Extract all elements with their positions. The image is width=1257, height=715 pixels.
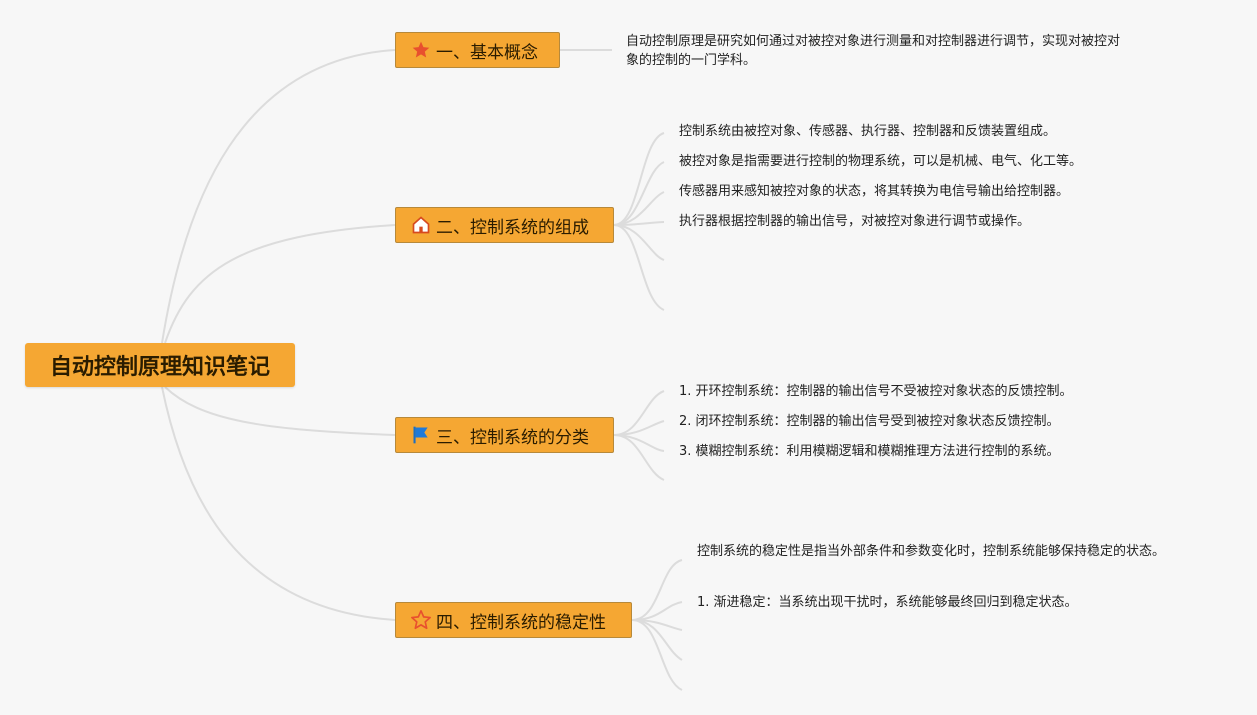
note-text: 控制系统由被控对象、传感器、执行器、控制器和反馈装置组成。 [679, 124, 1057, 139]
topic-label: 二、控制系统的组成 [436, 217, 589, 238]
note-item: 被控对象是指需要进行控制的物理系统，可以是机械、电气、化工等。 [679, 152, 1082, 171]
star-outline-icon [410, 609, 432, 631]
note-text: 1. 开环控制系统：控制器的输出信号不受被控对象状态的反馈控制。 [679, 384, 1073, 399]
note-text: 传感器用来感知被控对象的状态，将其转换为电信号输出给控制器。 [679, 184, 1070, 199]
note-text: 执行器根据控制器的输出信号，对被控对象进行调节或操作。 [679, 214, 1031, 229]
topic-system-classification[interactable]: 三、控制系统的分类 [395, 417, 614, 453]
note-item: 传感器用来感知被控对象的状态，将其转换为电信号输出给控制器。 [679, 182, 1069, 201]
note-item: 控制系统的稳定性是指当外部条件和参数变化时，控制系统能够保持稳定的状态。 [697, 542, 1177, 561]
note-text: 3. 模糊控制系统：利用模糊逻辑和模糊推理方法进行控制的系统。 [679, 444, 1060, 459]
topic-system-stability[interactable]: 四、控制系统的稳定性 [395, 602, 632, 638]
note-item: 1. 开环控制系统：控制器的输出信号不受被控对象状态的反馈控制。 [679, 382, 1073, 401]
note-text: 2. 闭环控制系统：控制器的输出信号受到被控对象状态反馈控制。 [679, 414, 1060, 429]
note-item: 1. 渐进稳定：当系统出现干扰时，系统能够最终回归到稳定状态。 [697, 593, 1078, 612]
note-item: 3. 模糊控制系统：利用模糊逻辑和模糊推理方法进行控制的系统。 [679, 442, 1060, 461]
note-item: 2. 闭环控制系统：控制器的输出信号受到被控对象状态反馈控制。 [679, 412, 1060, 431]
note-item: 执行器根据控制器的输出信号，对被控对象进行调节或操作。 [679, 212, 1030, 231]
note-text: 自动控制原理是研究如何通过对被控对象进行测量和对控制器进行调节，实现对被控对象的… [626, 34, 1121, 68]
note-item: 控制系统由被控对象、传感器、执行器、控制器和反馈装置组成。 [679, 122, 1056, 141]
home-icon [410, 214, 432, 236]
topic-label: 一、基本概念 [436, 42, 538, 63]
star-filled-icon [410, 39, 432, 61]
root-topic[interactable]: 自动控制原理知识笔记 [25, 343, 295, 387]
topic-basic-concepts[interactable]: 一、基本概念 [395, 32, 560, 68]
topic-label: 四、控制系统的稳定性 [436, 612, 606, 633]
note-text: 被控对象是指需要进行控制的物理系统，可以是机械、电气、化工等。 [679, 154, 1083, 169]
note-item: 自动控制原理是研究如何通过对被控对象进行测量和对控制器进行调节，实现对被控对象的… [626, 32, 1126, 70]
topic-system-composition[interactable]: 二、控制系统的组成 [395, 207, 614, 243]
flag-icon [410, 424, 432, 446]
root-topic-label: 自动控制原理知识笔记 [49, 355, 270, 380]
topic-label: 三、控制系统的分类 [436, 427, 589, 448]
note-text: 1. 渐进稳定：当系统出现干扰时，系统能够最终回归到稳定状态。 [697, 595, 1078, 610]
note-text: 控制系统的稳定性是指当外部条件和参数变化时，控制系统能够保持稳定的状态。 [697, 544, 1166, 559]
